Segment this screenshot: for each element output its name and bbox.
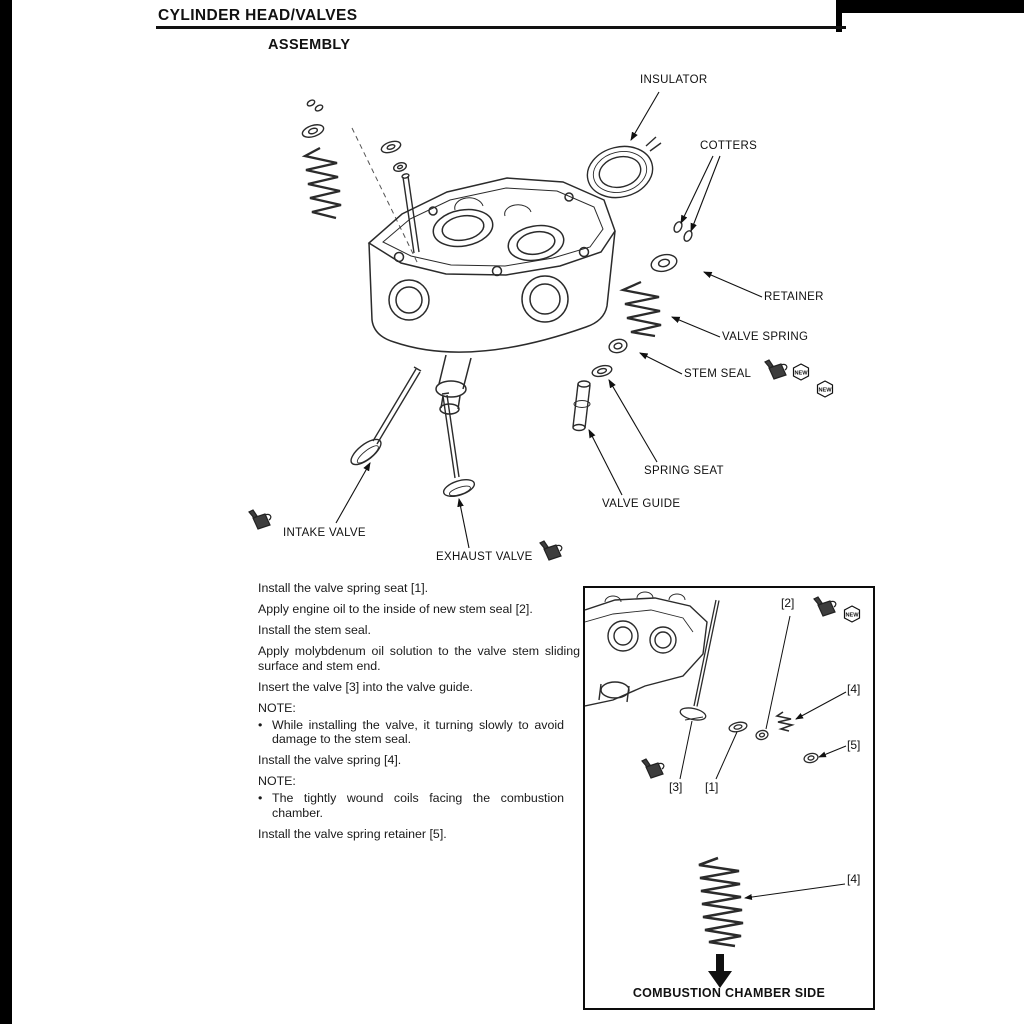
figure-art: NEW xyxy=(585,591,861,988)
instruction-line: Install the valve spring retainer [5]. xyxy=(258,826,447,841)
leader-lines xyxy=(335,91,763,549)
insulator-part xyxy=(586,145,654,199)
note-bullet-text: While installing the valve, it turning s… xyxy=(272,717,564,747)
instruction-line: Insert the valve [3] into the valve guid… xyxy=(258,679,473,694)
scan-edge-left xyxy=(0,0,12,1024)
oil-icon xyxy=(764,359,788,380)
callout-2: [2] xyxy=(781,596,795,610)
retainer-part xyxy=(650,253,678,273)
instruction-line: Install the valve spring [4]. xyxy=(258,753,402,768)
figure-caption: COMBUSTION CHAMBER SIDE xyxy=(632,986,826,1000)
page-title: CYLINDER HEAD/VALVES xyxy=(158,7,358,24)
spring-seat-part xyxy=(591,364,613,378)
note-bullet: • The tightly wound coils facing the com… xyxy=(258,791,564,820)
new-parts-icon xyxy=(843,605,861,623)
figure-leaders xyxy=(679,615,847,901)
note-heading: NOTE: xyxy=(258,774,296,789)
scan-edge-right-stub xyxy=(836,0,842,32)
assembly-instructions: Install the valve spring seat [1]. Apply… xyxy=(258,581,580,848)
exhaust-spring-parts xyxy=(572,136,693,432)
assembly-figure: NEW xyxy=(583,586,875,1010)
new-parts-icon xyxy=(792,363,810,381)
callout-1: [1] xyxy=(705,780,719,794)
stem-seal-part xyxy=(608,338,628,354)
figure-parts xyxy=(679,599,819,764)
intake-spring-parts xyxy=(301,99,420,254)
oil-icon xyxy=(813,596,837,617)
instruction-line: Apply molybdenum oil solution to the val… xyxy=(258,644,580,673)
title-rule xyxy=(156,26,846,29)
label-intake-valve: INTAKE VALVE xyxy=(283,527,366,539)
callout-3: [3] xyxy=(669,780,683,794)
note-bullet: • While installing the valve, it turning… xyxy=(258,718,564,747)
down-arrow-icon xyxy=(708,954,732,988)
label-insulator: INSULATOR xyxy=(640,74,708,86)
label-stem-seal: STEM SEAL xyxy=(684,368,752,380)
note-bullet-text: The tightly wound coils facing the combu… xyxy=(272,791,564,820)
callout-4-bottom: [4] xyxy=(847,872,861,886)
label-exhaust-valve: EXHAUST VALVE xyxy=(436,551,533,563)
instruction-line: Apply engine oil to the inside of new st… xyxy=(258,602,533,617)
new-parts-icon xyxy=(816,380,834,398)
oil-icon xyxy=(248,509,272,530)
oil-icon xyxy=(641,758,665,779)
oil-icon xyxy=(539,540,563,561)
label-spring-seat: SPRING SEAT xyxy=(644,465,724,477)
scan-edge-top-right xyxy=(841,0,1024,13)
valve-spring-part xyxy=(619,280,662,338)
section-heading: ASSEMBLY xyxy=(268,37,351,53)
label-retainer: RETAINER xyxy=(764,291,824,303)
valves xyxy=(350,366,476,497)
instruction-line: Install the stem seal. xyxy=(258,623,371,638)
label-valve-spring: VALVE SPRING xyxy=(722,331,809,343)
label-valve-guide: VALVE GUIDE xyxy=(602,498,681,510)
bullet-marker: • xyxy=(258,717,263,732)
callout-4-top: [4] xyxy=(847,682,861,696)
valve-guide-part xyxy=(572,380,591,432)
note-heading: NOTE: xyxy=(258,701,296,716)
cylinder-head-body xyxy=(367,177,616,415)
instruction-line: Install the valve spring seat [1]. xyxy=(258,581,429,595)
figure-valve-spring xyxy=(698,856,744,948)
label-cotters: COTTERS xyxy=(700,140,758,152)
callout-5: [5] xyxy=(847,738,861,752)
figure-head xyxy=(585,591,708,707)
bullet-marker: • xyxy=(258,791,263,806)
